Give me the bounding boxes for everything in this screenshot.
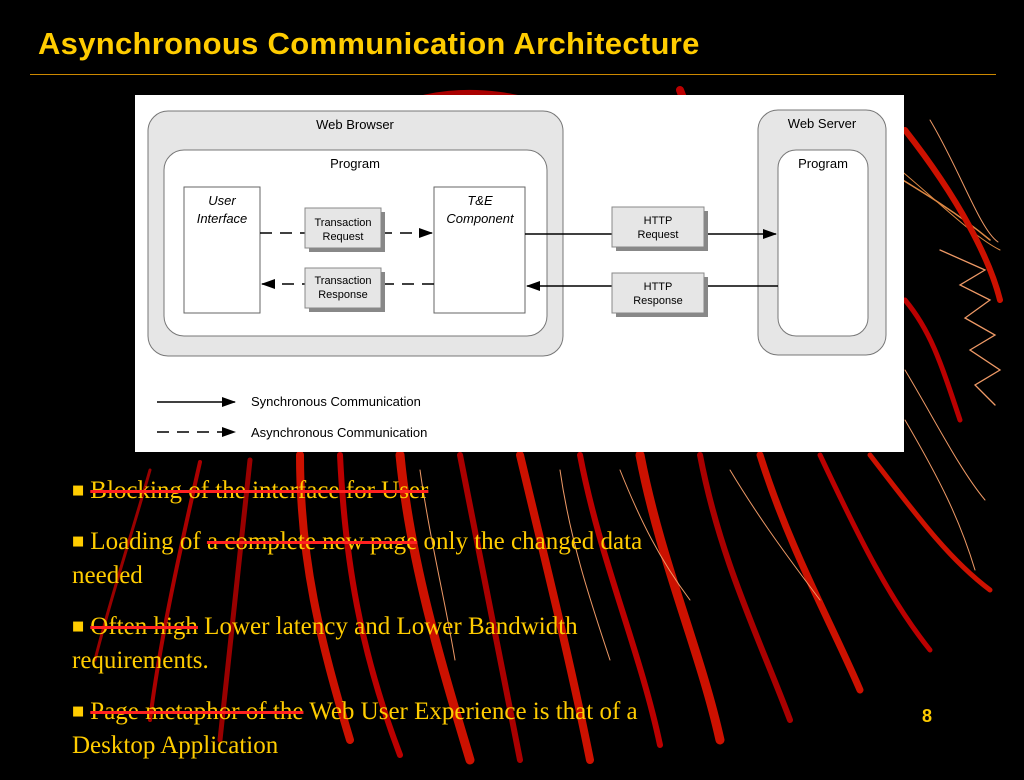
square-bullet-icon: ■ [72,534,85,549]
architecture-diagram: Web Browser Program User Interface T&E C… [135,95,904,452]
struck-text: Often high [90,613,198,640]
square-bullet-icon: ■ [72,483,85,498]
bullet-list: ■ Blocking of the interface for User ■Loa… [72,474,872,780]
square-bullet-icon: ■ [72,704,85,719]
title-underline [30,74,996,75]
transaction-request-label-line1: Transaction [314,217,371,229]
legend-sync-label: Synchronous Communication [251,394,421,409]
transaction-response-label-line1: Transaction [314,275,371,287]
bullet-item: ■Page metaphor of the Web User Experienc… [72,698,638,759]
transaction-request-label-line2: Request [323,231,364,243]
transaction-request-box [304,207,382,249]
server-program-box [777,149,869,337]
bullet-item: ■Often high Lower latency and Lower Band… [72,613,578,674]
http-response-label-line2: Response [633,295,683,307]
page-number: 8 [922,706,933,726]
struck-text: Blocking of the interface for User [90,477,429,504]
http-response-label-line1: HTTP [644,281,673,293]
http-request-label-line1: HTTP [644,215,673,227]
transaction-response-label-line2: Response [318,289,368,301]
user-interface-label-line2: Interface [197,211,248,226]
struck-text: a complete new page [206,528,418,555]
http-response-box [611,272,705,314]
user-interface-box [183,186,261,314]
te-component-label-line2: Component [446,211,515,226]
square-bullet-icon: ■ [72,619,85,634]
bullet-item: ■ Blocking of the interface for User [72,474,872,508]
user-interface-label-line1: User [208,193,236,208]
legend-async-label: Asynchronous Communication [251,425,427,440]
transaction-response-box [304,267,382,309]
struck-text: Page metaphor of the [90,698,304,725]
http-request-box [611,206,705,248]
web-browser-label: Web Browser [316,117,394,132]
te-component-label-line1: T&E [467,193,493,208]
bullet-item: ■Loading of a complete new page only the… [72,528,643,589]
http-request-label-line2: Request [638,229,679,241]
server-program-label: Program [798,156,848,171]
browser-program-label: Program [330,156,380,171]
web-server-label: Web Server [788,116,857,131]
te-component-box [433,186,526,314]
slide-title: Asynchronous Communication Architecture [38,26,700,61]
